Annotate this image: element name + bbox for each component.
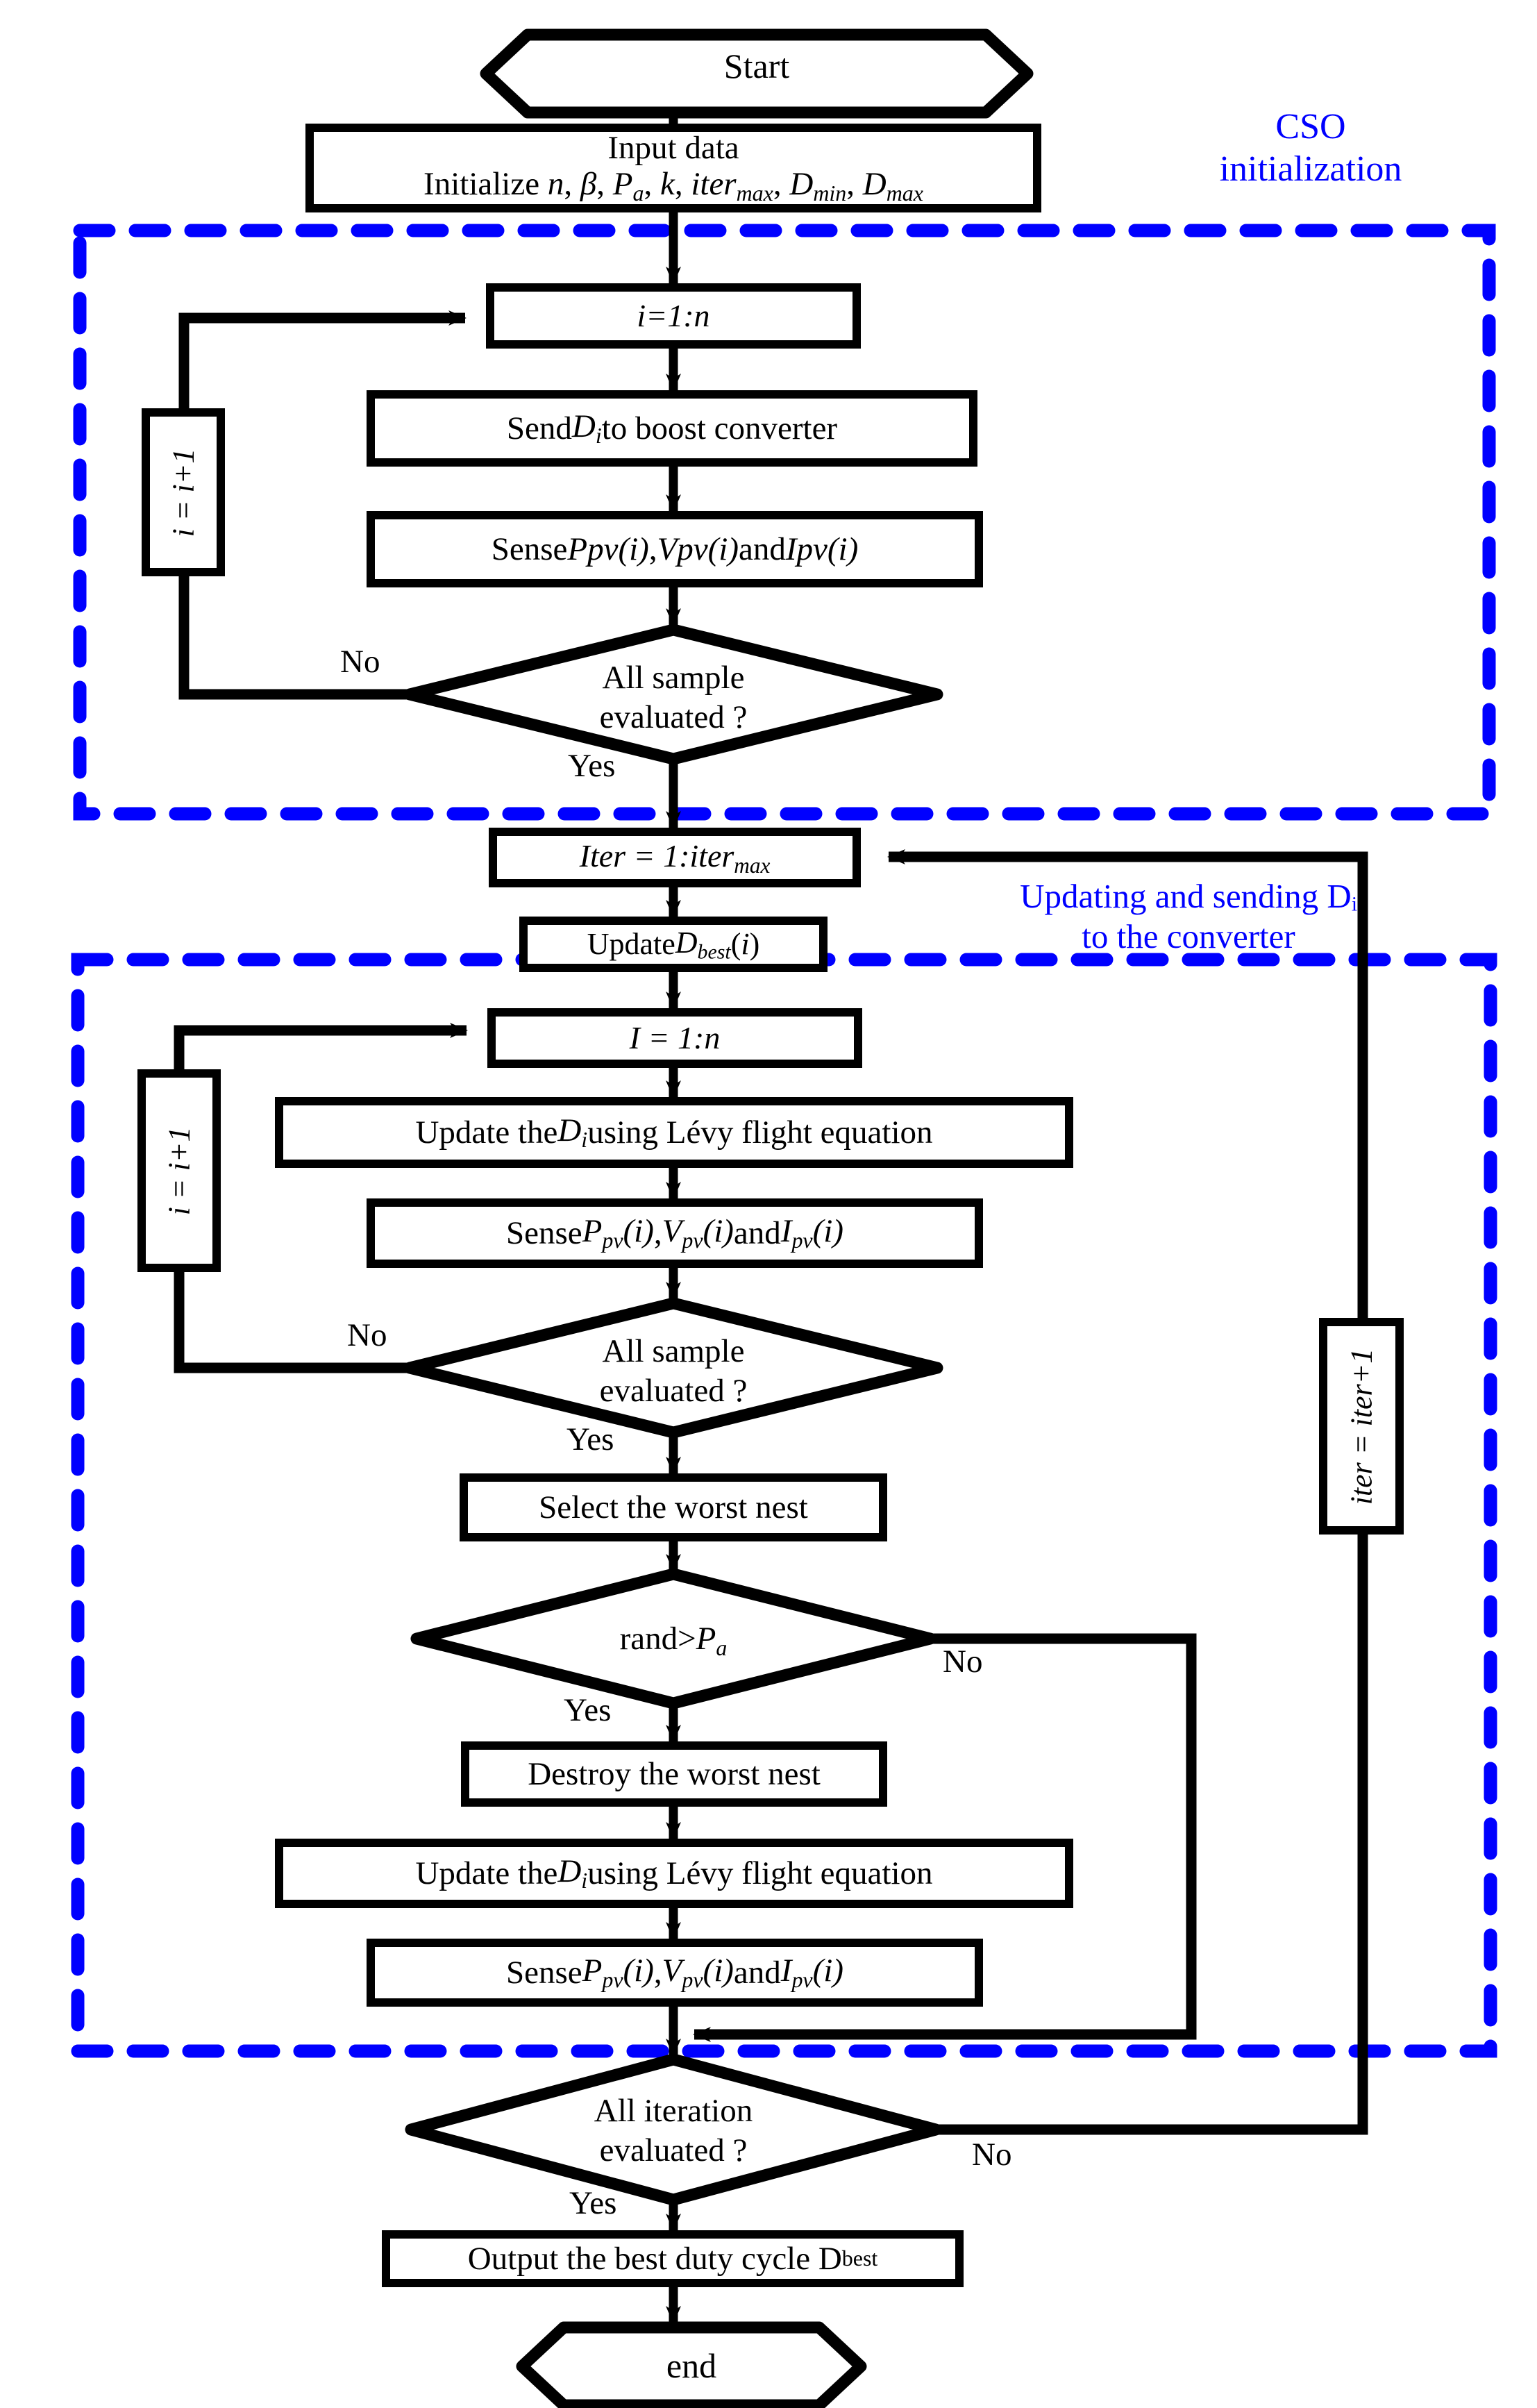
loop2-box: I = 1:n (487, 1008, 862, 1068)
sense2-box: Sense Ppv(i), Vpv(i) and Ipv(i) (367, 1198, 983, 1268)
edge-inc2-up-to-loop2 (174, 1023, 468, 1069)
increment1-label: i = i+1 (166, 448, 201, 537)
levy1-box: Update the Di using Lévy flight equation (275, 1097, 1073, 1168)
iteration-increment-label: iter = iter+1 (1344, 1348, 1379, 1505)
update-dbest-box: Update Dbest (i) (519, 917, 828, 972)
decision-all-sample-2-yes-label: Yes (566, 1421, 614, 1457)
decision-all-iteration-no-label: No (972, 2137, 1012, 2173)
iter-loop-box: Iter = 1:itermax (489, 828, 861, 887)
annotation-updating-sending: Updating and sending Dᵢ to the converter (1020, 877, 1357, 955)
decision-all-sample-1-yes-label: Yes (568, 748, 616, 784)
increment2-box: i = i+1 (137, 1069, 221, 1272)
decision-rand-label: rand>Pa (619, 1621, 728, 1660)
start-terminator-label: Start (723, 47, 790, 85)
edge-dec4-no-to-iterinc (936, 1533, 1368, 2135)
decision-all-sample-1-no-label: No (340, 644, 380, 680)
loop1-box: i=1:n (486, 283, 861, 349)
input-data-line2: Initialize n, β, Pa, k, itermax, Dmin, D… (423, 166, 923, 206)
decision-rand-yes-label: Yes (564, 1692, 612, 1728)
annotation-cso-initialization: CSO initialization (1219, 107, 1402, 190)
sense3-box: Sense Ppv(i), Vpv(i) and Ipv(i) (367, 1939, 983, 2007)
decision-all-sample-1-label: All sample evaluated ? (599, 660, 748, 736)
levy2-box: Update the Di using Lévy flight equation (275, 1839, 1073, 1908)
iteration-increment-box: iter = iter+1 (1319, 1318, 1404, 1535)
end-terminator-label: end (666, 2346, 717, 2385)
decision-all-iteration-label: All iteration evaluated ? (594, 2093, 753, 2169)
sense1-box: Sense Ppv(i), Vpv(i) and Ipv(i) (367, 511, 983, 587)
increment1-box: i = i+1 (142, 408, 225, 576)
input-data-box: Input data Initialize n, β, Pa, k, iterm… (305, 124, 1041, 212)
input-data-line1: Input data (607, 129, 739, 166)
decision-all-iteration-yes-label: Yes (569, 2185, 617, 2221)
select-worst-nest-box: Select the worst nest (460, 1473, 887, 1541)
decision-all-sample-2-label: All sample evaluated ? (599, 1333, 748, 1410)
send-duty-box: Send Di to boost converter (367, 390, 977, 467)
decision-rand-no-label: No (943, 1644, 983, 1680)
destroy-worst-nest-box: Destroy the worst nest (461, 1741, 887, 1807)
increment2-label: i = i+1 (162, 1126, 196, 1215)
decision-all-sample-2-no-label: No (347, 1317, 387, 1353)
